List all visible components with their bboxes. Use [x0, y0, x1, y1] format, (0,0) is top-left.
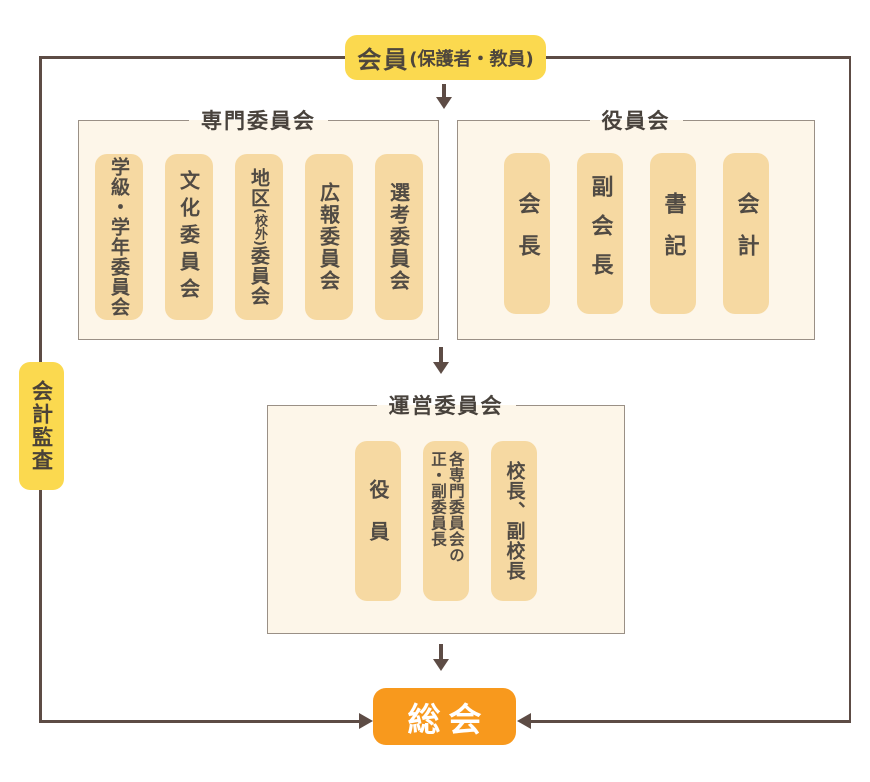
- arrowhead-left-icon: [517, 713, 531, 729]
- general-meeting-box: 総会: [373, 688, 516, 745]
- panel-specialized-committees: 専門委員会 学級・学年委員会 文化委員会 地区(校外)委員会 広報委員会 選考委…: [78, 105, 439, 340]
- bottom-left-line: [39, 719, 360, 723]
- panel-steering-committee: 運営委員会 役員 各専門委員会の 正・副委員長 校長、副校長: [267, 390, 625, 634]
- general-meeting-label: 総会: [407, 699, 490, 739]
- down-arrow-member-icon: [435, 84, 453, 109]
- pill-secretary: 書記: [649, 153, 696, 314]
- pill-district-committee: 地区(校外)委員会: [234, 154, 283, 320]
- pill-culture-committee: 文化委員会: [164, 154, 213, 320]
- bottom-right-line: [530, 719, 851, 723]
- pill-row: 会長 副会長 書記 会計: [458, 153, 814, 314]
- pill-treasurer: 会計: [722, 153, 769, 314]
- right-line: [848, 56, 851, 722]
- top-right-line: [545, 56, 851, 59]
- panel-title: 専門委員会: [201, 109, 316, 133]
- pill-pr-committee: 広報委員会: [304, 154, 353, 320]
- member-box: 会員(保護者・教員): [345, 35, 546, 80]
- panel-title: 役員会: [601, 109, 671, 133]
- audit-box: 会計監査: [19, 362, 64, 490]
- pill-committee-chairs: 各専門委員会の 正・副委員長: [423, 441, 469, 601]
- panel-title: 運営委員会: [388, 394, 504, 418]
- audit-label: 会計監査: [29, 380, 54, 472]
- down-arrow-committees-icon: [432, 347, 450, 374]
- pill-row: 役員 各専門委員会の 正・副委員長 校長、副校長: [268, 441, 624, 601]
- pill-officers: 役員: [355, 441, 401, 601]
- down-arrow-steering-icon: [432, 644, 450, 671]
- member-label: 会員: [357, 46, 410, 74]
- pill-row: 学級・学年委員会 文化委員会 地区(校外)委員会 広報委員会 選考委員会: [79, 154, 438, 320]
- arrowhead-right-icon: [359, 713, 373, 729]
- pill-principals: 校長、副校長: [491, 441, 537, 601]
- top-left-line: [39, 56, 346, 59]
- pill-selection-committee: 選考委員会: [374, 154, 423, 320]
- member-sub-label: (保護者・教員): [409, 48, 534, 70]
- panel-officers: 役員会 会長 副会長 書記 会計: [457, 105, 815, 340]
- pill-vice-president: 副会長: [576, 153, 623, 314]
- pill-president: 会長: [503, 153, 550, 314]
- pill-class-grade-committee: 学級・学年委員会: [94, 154, 143, 320]
